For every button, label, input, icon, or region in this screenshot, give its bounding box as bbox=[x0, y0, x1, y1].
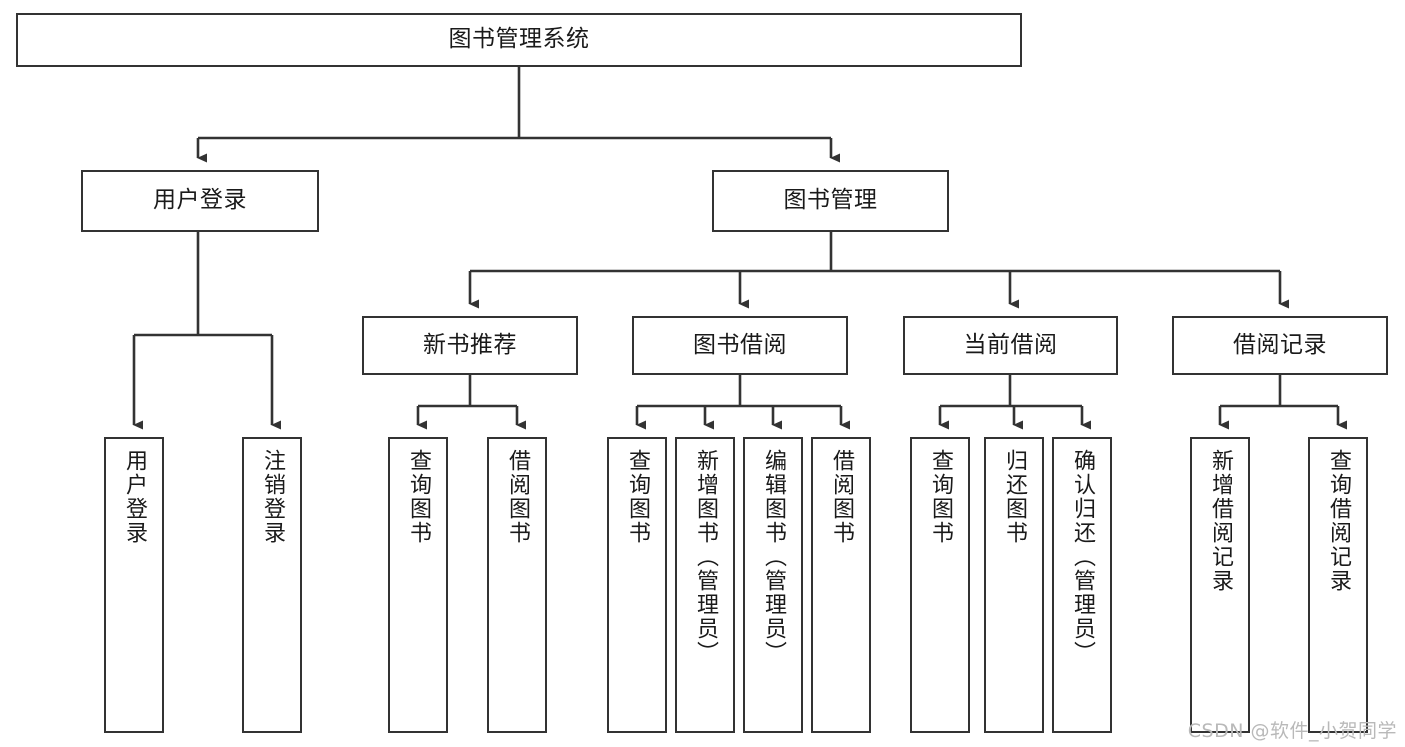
node-leaf-user-login[interactable]: 用户登录 bbox=[104, 437, 164, 733]
edge-new-book-recommend-to-leaves bbox=[416, 375, 526, 430]
node-leaf-user-login-label: 用户登录 bbox=[121, 449, 147, 545]
edge-user-login-to-leaves bbox=[132, 232, 281, 430]
node-leaf-add-book-label: 新增图书（管理员） bbox=[692, 449, 718, 665]
node-leaf-user-logout[interactable]: 注销登录 bbox=[242, 437, 302, 733]
node-current-borrow-label: 当前借阅 bbox=[963, 331, 1058, 358]
node-leaf-edit-book-label: 编辑图书（管理员） bbox=[760, 449, 786, 665]
node-leaf-edit-book[interactable]: 编辑图书（管理员） bbox=[743, 437, 803, 733]
edge-borrow-record-to-leaves bbox=[1218, 375, 1347, 430]
node-leaf-query-book-2[interactable]: 查询图书 bbox=[607, 437, 667, 733]
node-new-book-recommend[interactable]: 新书推荐 bbox=[362, 316, 578, 375]
node-book-management[interactable]: 图书管理 bbox=[712, 170, 949, 232]
node-leaf-add-record-label: 新增借阅记录 bbox=[1207, 449, 1233, 593]
node-book-borrow[interactable]: 图书借阅 bbox=[632, 316, 848, 375]
node-user-login[interactable]: 用户登录 bbox=[81, 170, 319, 232]
node-leaf-query-record[interactable]: 查询借阅记录 bbox=[1308, 437, 1368, 733]
node-current-borrow[interactable]: 当前借阅 bbox=[903, 316, 1118, 375]
edge-book-borrow-to-leaves bbox=[635, 375, 850, 430]
node-leaf-query-record-label: 查询借阅记录 bbox=[1325, 449, 1351, 593]
node-leaf-user-logout-label: 注销登录 bbox=[259, 449, 285, 545]
edge-current-borrow-to-leaves bbox=[938, 375, 1091, 430]
node-leaf-return-book-label: 归还图书 bbox=[1001, 449, 1027, 545]
edge-root-to-level1 bbox=[196, 67, 840, 163]
node-leaf-query-book-3[interactable]: 查询图书 bbox=[910, 437, 970, 733]
node-leaf-add-record[interactable]: 新增借阅记录 bbox=[1190, 437, 1250, 733]
node-leaf-borrow-book-2-label: 借阅图书 bbox=[828, 449, 854, 545]
node-user-login-label: 用户登录 bbox=[153, 187, 247, 214]
node-leaf-query-book-2-label: 查询图书 bbox=[624, 449, 650, 545]
node-leaf-borrow-book-2[interactable]: 借阅图书 bbox=[811, 437, 871, 733]
node-root[interactable]: 图书管理系统 bbox=[16, 13, 1022, 67]
node-leaf-query-book-3-label: 查询图书 bbox=[927, 449, 953, 545]
edge-book-management-to-level2 bbox=[468, 232, 1289, 309]
node-book-borrow-label: 图书借阅 bbox=[693, 331, 787, 358]
node-leaf-query-book-1[interactable]: 查询图书 bbox=[388, 437, 448, 733]
node-leaf-query-book-1-label: 查询图书 bbox=[405, 449, 431, 545]
node-leaf-return-book[interactable]: 归还图书 bbox=[984, 437, 1044, 733]
node-leaf-confirm-return[interactable]: 确认归还（管理员） bbox=[1052, 437, 1112, 733]
node-borrow-record[interactable]: 借阅记录 bbox=[1172, 316, 1388, 375]
node-borrow-record-label: 借阅记录 bbox=[1233, 331, 1327, 358]
node-leaf-confirm-return-label: 确认归还（管理员） bbox=[1069, 449, 1095, 665]
node-root-label: 图书管理系统 bbox=[448, 26, 590, 53]
node-book-management-label: 图书管理 bbox=[783, 187, 878, 214]
node-new-book-recommend-label: 新书推荐 bbox=[423, 331, 517, 358]
node-leaf-add-book[interactable]: 新增图书（管理员） bbox=[675, 437, 735, 733]
node-leaf-borrow-book-1[interactable]: 借阅图书 bbox=[487, 437, 547, 733]
node-leaf-borrow-book-1-label: 借阅图书 bbox=[504, 449, 530, 545]
watermark-text: CSDN @软件_小贺同学 bbox=[1187, 720, 1397, 742]
